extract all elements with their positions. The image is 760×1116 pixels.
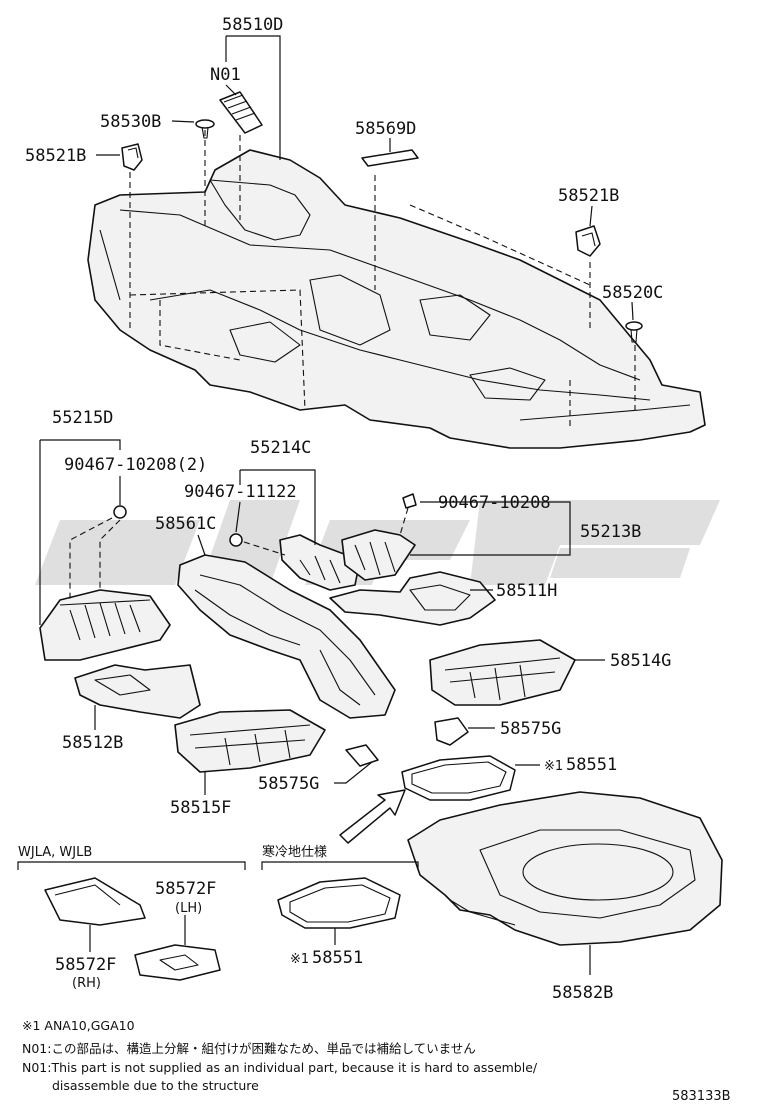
carpet-58512B: [74, 664, 201, 719]
leaders-55213B: [399, 501, 571, 556]
clip-58530B: [195, 119, 215, 139]
label-90467-10208-2: 90467-10208(2): [64, 455, 207, 475]
mat-58572F-lh: [134, 944, 221, 981]
carpet-58511H: [329, 571, 496, 626]
tray-58551-top: [401, 755, 516, 801]
label-rh: (RH): [72, 976, 101, 991]
duct-55214C: [229, 533, 361, 591]
diagram-id: 583133B: [672, 1089, 731, 1104]
footnote-1: ※1 ANA10,GGA10: [22, 1018, 135, 1033]
label-58551-bottom: 58551: [312, 948, 363, 968]
label-90467-11122: 90467-11122: [184, 482, 297, 502]
label-58510D: 58510D: [222, 15, 283, 35]
tray-58514G: [429, 639, 576, 706]
label-variant-cold: 寒冷地仕様: [262, 844, 327, 860]
label-58512B: 58512B: [62, 733, 123, 753]
tray-58551-bottom: [277, 877, 401, 929]
clip-58520C: [625, 321, 643, 343]
label-58569D: 58569D: [355, 119, 416, 139]
label-58521B-right: 58521B: [558, 186, 619, 206]
label-58520C: 58520C: [602, 283, 663, 303]
footnote-4: disassemble due to the structure: [52, 1078, 259, 1093]
label-note1-mark-bottom: ※1: [290, 952, 309, 967]
clip-58521B-left: [121, 143, 143, 171]
label-55215D: 55215D: [52, 408, 113, 428]
carpet-58561C: [177, 554, 396, 719]
strip-58569D: [361, 149, 419, 167]
leader-58575G-lower: [334, 761, 373, 784]
leaders-55214C: [235, 469, 316, 556]
tray-58515F: [174, 709, 326, 773]
label-58514G: 58514G: [610, 651, 671, 671]
clip-58521B-right: [575, 225, 601, 257]
label-90467-10208: 90467-10208: [438, 493, 551, 513]
dashed-guides-top: [129, 130, 636, 430]
duct-55215D: [39, 505, 171, 661]
trunk-mat-58582B: [407, 791, 723, 946]
leaders-55215D: [39, 439, 121, 625]
label-58575G-lower: 58575G: [258, 774, 319, 794]
label-58521B-left: 58521B: [25, 146, 86, 166]
label-58561C: 58561C: [155, 514, 216, 534]
mat-58572F-rh: [44, 877, 146, 926]
label-58530B: 58530B: [100, 112, 161, 132]
variant-box-wjl: [17, 861, 246, 870]
label-58572F-rh: 58572F: [55, 955, 116, 975]
label-55214C: 55214C: [250, 438, 311, 458]
label-variant-wjl: WJLA, WJLB: [18, 845, 92, 860]
label-58572F-lh: 58572F: [155, 879, 216, 899]
footnote-2: N01:この部品は、構造上分解・組付けが困難なため、単品では補給していません: [22, 1041, 476, 1056]
direction-arrow: [339, 789, 406, 844]
label-58575G-upper: 58575G: [500, 719, 561, 739]
bracket-58575G-lower: [345, 744, 379, 767]
label-55213B: 55213B: [580, 522, 641, 542]
pad-N01: [219, 91, 263, 134]
leaders-top: [96, 35, 634, 321]
label-58551-top: 58551: [566, 755, 617, 775]
variant-box-cold: [261, 861, 419, 870]
label-58511H: 58511H: [496, 581, 557, 601]
label-lh: (LH): [175, 901, 202, 916]
label-note1-mark-top: ※1: [544, 759, 563, 774]
duct-55213B: [341, 493, 417, 581]
footnote-3: N01:This part is not supplied as an indi…: [22, 1060, 538, 1075]
floor-carpet-58510D: [87, 149, 706, 449]
label-58515F: 58515F: [170, 798, 231, 818]
leader-58561C: [197, 534, 206, 556]
label-N01: N01: [210, 65, 241, 85]
label-58582B: 58582B: [552, 983, 613, 1003]
bracket-58575G-upper: [434, 717, 469, 746]
